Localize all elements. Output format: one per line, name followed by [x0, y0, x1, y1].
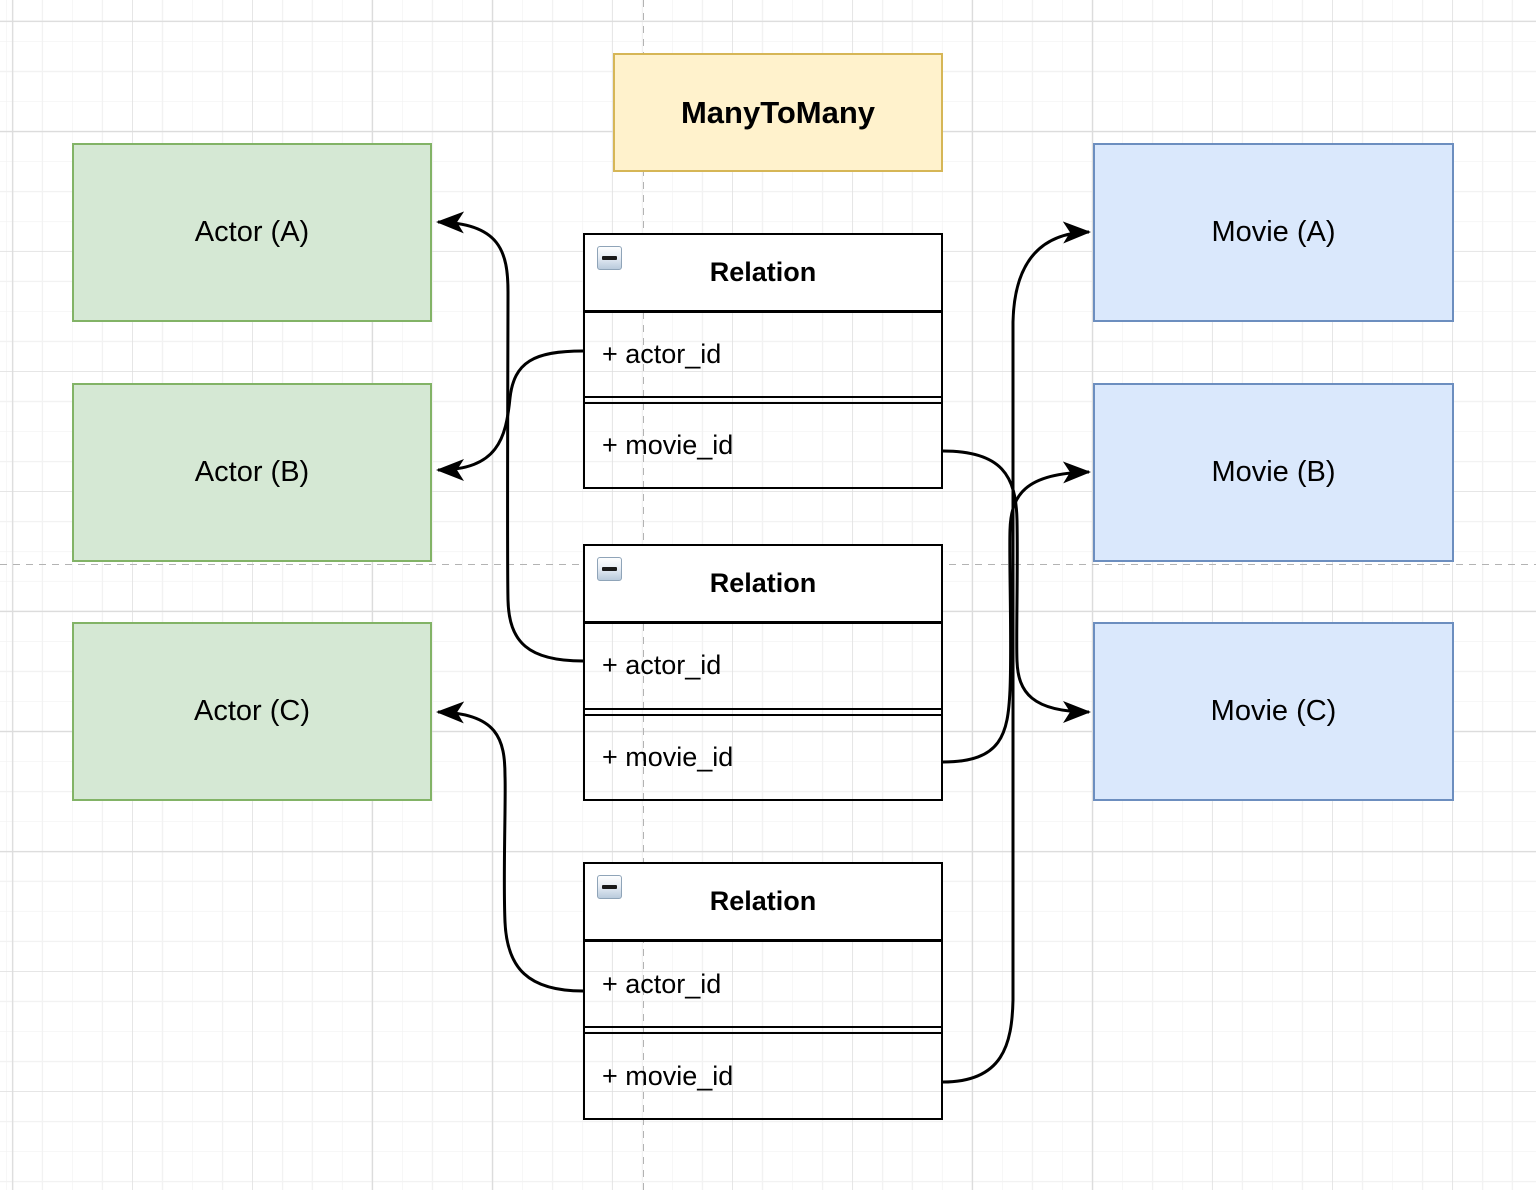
relation-title: Relation: [709, 886, 817, 916]
field-movie-id[interactable]: + movie_id: [585, 716, 941, 800]
edge-relation-2-actor_id-to-actor-a[interactable]: [436, 211, 584, 663]
entity-actor-a[interactable]: Actor (A): [72, 143, 432, 322]
entity-label: Actor (A): [194, 216, 310, 248]
field-label: + movie_id: [602, 1060, 734, 1091]
relation-table-2[interactable]: Relation + actor_id + movie_id: [583, 544, 943, 801]
relation-title: Relation: [709, 568, 817, 598]
row-divider: [585, 1026, 941, 1034]
entity-actor-b[interactable]: Actor (B): [72, 383, 432, 562]
entity-label: Movie (C): [1210, 695, 1337, 727]
relation-table-3[interactable]: Relation + actor_id + movie_id: [583, 862, 943, 1120]
field-label: + movie_id: [602, 741, 734, 772]
row-divider: [585, 707, 941, 716]
entity-movie-c[interactable]: Movie (C): [1093, 622, 1454, 801]
entity-movie-a[interactable]: Movie (A): [1093, 143, 1454, 322]
relation-table-header: Relation: [585, 546, 941, 624]
relation-table-1[interactable]: Relation + actor_id + movie_id: [583, 233, 943, 489]
edge-relation-2-movie_id-to-movie-b[interactable]: [942, 461, 1091, 764]
edge-relation-3-actor_id-to-actor-c[interactable]: [436, 701, 584, 993]
relation-table-header: Relation: [585, 864, 941, 942]
collapse-minus-icon[interactable]: [597, 557, 622, 581]
entity-label: Actor (C): [194, 695, 310, 727]
field-label: + actor_id: [602, 650, 722, 681]
entity-label: Actor (B): [194, 456, 310, 488]
field-actor-id[interactable]: + actor_id: [585, 624, 941, 708]
title-box[interactable]: ManyToMany: [613, 53, 943, 172]
collapse-minus-icon[interactable]: [597, 875, 622, 899]
field-actor-id[interactable]: + actor_id: [585, 942, 941, 1026]
entity-label: Movie (B): [1211, 456, 1336, 488]
minus-glyph: [602, 885, 617, 889]
field-label: + actor_id: [602, 968, 722, 999]
relation-title: Relation: [709, 257, 817, 287]
entity-actor-c[interactable]: Actor (C): [72, 622, 432, 801]
edge-relation-1-actor_id-to-actor-b[interactable]: [436, 349, 584, 481]
edge-relation-3-movie_id-to-movie-a[interactable]: [942, 221, 1091, 1084]
field-actor-id[interactable]: + actor_id: [585, 313, 941, 396]
field-movie-id[interactable]: + movie_id: [585, 404, 941, 487]
field-label: + movie_id: [602, 430, 734, 460]
title-box-label: ManyToMany: [680, 94, 876, 130]
entity-movie-b[interactable]: Movie (B): [1093, 383, 1454, 562]
row-divider: [585, 396, 941, 404]
entity-label: Movie (A): [1211, 216, 1336, 248]
minus-glyph: [602, 256, 617, 260]
minus-glyph: [602, 567, 617, 571]
field-label: + actor_id: [602, 339, 722, 369]
collapse-minus-icon[interactable]: [597, 246, 622, 270]
field-movie-id[interactable]: + movie_id: [585, 1034, 941, 1118]
edge-relation-1-movie_id-to-movie-c[interactable]: [942, 449, 1091, 723]
relation-table-header: Relation: [585, 235, 941, 313]
